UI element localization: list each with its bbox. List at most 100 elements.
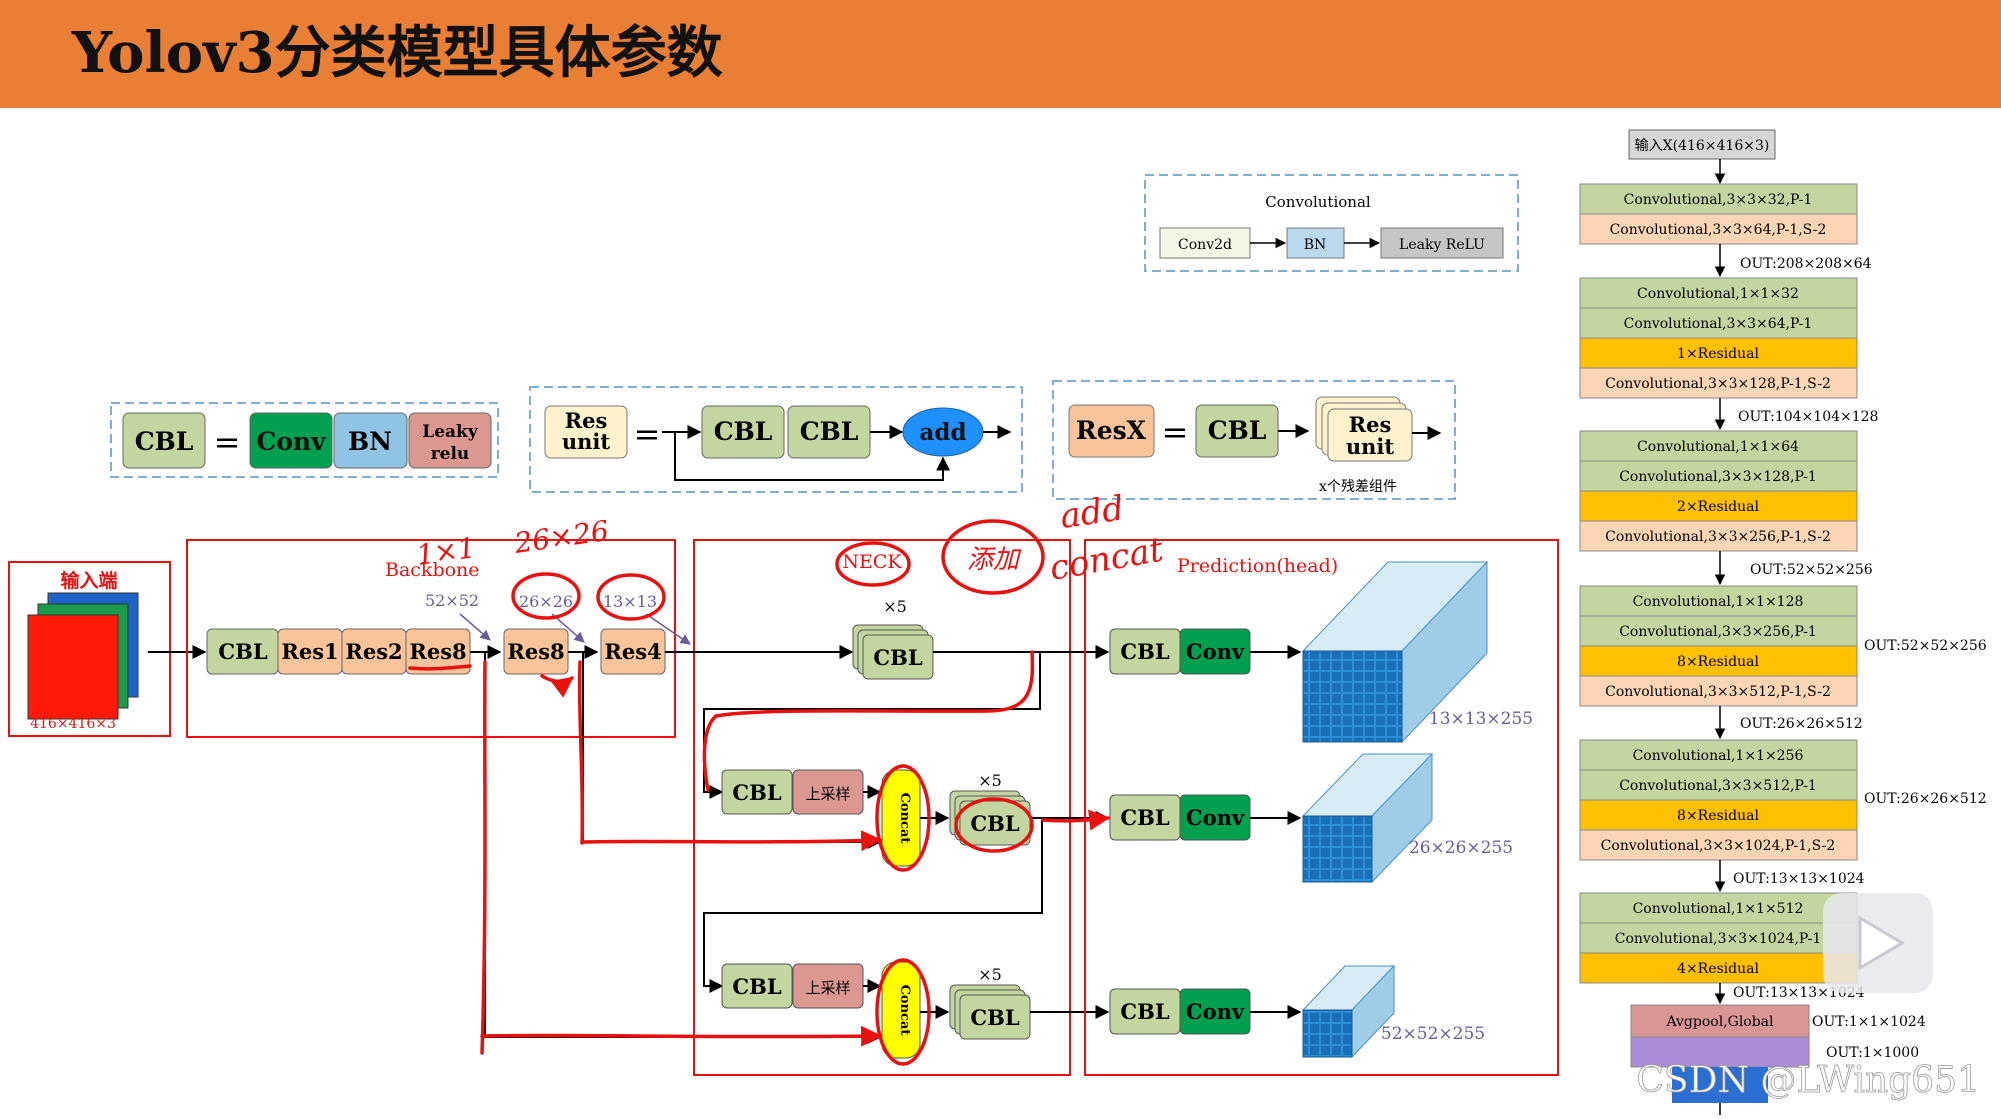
head-row2-output: 26×26×255 [1409, 838, 1513, 858]
leaky-box [1380, 227, 1504, 259]
table-g4-row-2 [1579, 645, 1858, 677]
neck-mid-concat-label: Concat [897, 793, 912, 844]
table-out-4: OUT:26×26×512 [1740, 716, 1863, 732]
tap-13-arrow [645, 613, 691, 645]
conv-legend-box [249, 412, 333, 469]
table-fc-box [1630, 1036, 1810, 1068]
neck-frame [693, 539, 1071, 1076]
cbl-legend-label: CBL [135, 427, 194, 456]
leaky-relu-label-2: relu [431, 444, 470, 464]
table-g2-row-2 [1579, 337, 1858, 369]
neck-branch-top-to-mid [703, 652, 1041, 799]
cbl-equals: = [214, 423, 241, 461]
table-g1-row-0 [1579, 183, 1858, 215]
resx-legend-frame [1052, 380, 1456, 500]
red-branch-top-to-mid [702, 650, 1035, 792]
resx-legend-label: ResX [1076, 416, 1147, 445]
leaky-relu-box [408, 412, 492, 469]
table-g3-row-3 [1579, 520, 1858, 552]
neck-mid-up-cbl-box [721, 769, 793, 815]
table-g6-text-0: Convolutional,1×1×512 [1633, 901, 1804, 917]
play-icon [1858, 915, 1905, 971]
table-g2-text-0: Convolutional,1×1×32 [1637, 286, 1799, 302]
tap-26-arrow [551, 613, 585, 643]
table-g3-row-2 [1579, 490, 1858, 522]
underline-res8 [408, 664, 472, 671]
watermark-text: CSDN @LWing651 [1636, 1060, 1980, 1101]
tap-52-arrow [459, 613, 491, 641]
circle-26x26 [511, 572, 581, 620]
circle-neck [835, 541, 911, 587]
neck-mid-cbl-label: CBL [970, 811, 1019, 836]
neck-bot-concat-label: Concat [897, 985, 912, 1036]
input-channel-red [27, 614, 119, 720]
head-row2-conv-label: Conv [1186, 805, 1245, 830]
neck-bot-up-cbl-label: CBL [732, 974, 781, 999]
cbl-legend-box [122, 412, 206, 469]
table-g1-text-0: Convolutional,3×3×32,P-1 [1624, 192, 1813, 208]
resx-equals: = [1162, 413, 1189, 451]
red-line-res8b-down [577, 660, 585, 845]
res2-label: Res2 [345, 639, 402, 664]
table-side-4: OUT:52×52×256 [1864, 638, 1987, 654]
table-input-label: 输入X(416×416×3) [1635, 138, 1770, 154]
res-unit-cbl-a-label: CBL [714, 417, 773, 446]
table-g4-row-1 [1579, 615, 1858, 647]
add-label: add [919, 419, 966, 446]
res-unit-equals: = [634, 415, 661, 453]
neck-bot-cbl-box [959, 994, 1031, 1040]
leaky-relu-label-1: Leaky [422, 422, 479, 442]
input-dimension: 416×416×3 [30, 716, 116, 732]
circle-13x13 [596, 573, 666, 621]
table-g1-row-1 [1579, 213, 1858, 245]
res-unit-legend-label-2: unit [562, 429, 611, 454]
table-out-1: OUT:208×208×64 [1740, 256, 1872, 272]
res-unit-cbl-a [701, 405, 785, 459]
red-arrow-res8b [540, 674, 574, 698]
table-side-last: OUT:1×1000 [1826, 1045, 1919, 1061]
table-g4-text-0: Convolutional,1×1×128 [1633, 594, 1804, 610]
neck-x5-mid: ×5 [978, 771, 1002, 790]
conv-legend-label: Conv [256, 427, 327, 456]
red-arrow-mid-to-head [1041, 809, 1111, 831]
tap-52-label: 52×52 [425, 591, 479, 610]
table-input-box [1628, 129, 1776, 160]
head-frame [1084, 539, 1559, 1076]
head-row3-conv-label: Conv [1186, 999, 1245, 1024]
red-line-to-concat-bot [480, 1025, 883, 1047]
table-g3-text-0: Convolutional,1×1×64 [1637, 439, 1799, 455]
res8-a-label: Res8 [409, 639, 466, 664]
res-unit-skip-connection [674, 432, 950, 481]
bn-legend-box [333, 412, 408, 469]
leaky-label: Leaky ReLU [1399, 237, 1485, 253]
table-g2-row-3 [1579, 367, 1858, 399]
neck-bot-concat-box [881, 961, 921, 1059]
table-g2-row-0 [1579, 277, 1858, 309]
table-out-5: OUT:13×13×1024 [1733, 871, 1865, 887]
res-unit-cbl-b-label: CBL [800, 417, 859, 446]
table-g2-text-2: 1×Residual [1677, 346, 1759, 362]
resx-res-label-1: Res [1349, 412, 1392, 437]
conv2d-label: Conv2d [1178, 237, 1232, 253]
table-softmax-box [1672, 1067, 1768, 1103]
table-g6-row-0 [1579, 892, 1858, 924]
annotation-add-cn: 添加 [967, 545, 1022, 575]
annotation-add: add [1058, 488, 1127, 536]
circle-cbl-mid [954, 797, 1034, 853]
table-avgpool-label: Avgpool,Global [1665, 1014, 1774, 1030]
head-row3-output: 52×52×255 [1381, 1024, 1485, 1044]
res4-label: Res4 [604, 639, 661, 664]
head-row1-output: 13×13×255 [1429, 709, 1533, 729]
neck-mid-up-cbl-label: CBL [732, 780, 781, 805]
table-g3-row-0 [1579, 430, 1858, 462]
neck-bot-up-cbl-box [721, 963, 793, 1009]
table-g4-row-0 [1579, 585, 1858, 617]
neck-x5-bot: ×5 [978, 965, 1002, 984]
header-bar [0, 0, 2001, 108]
conv2d-box [1159, 227, 1251, 259]
resx-cbl-label: CBL [1208, 416, 1267, 445]
table-g4-text-2: 8×Residual [1677, 654, 1759, 670]
neck-top-cbl-box [862, 634, 934, 680]
table-g3-row-1 [1579, 460, 1858, 492]
cube-52-front [1302, 1009, 1353, 1058]
